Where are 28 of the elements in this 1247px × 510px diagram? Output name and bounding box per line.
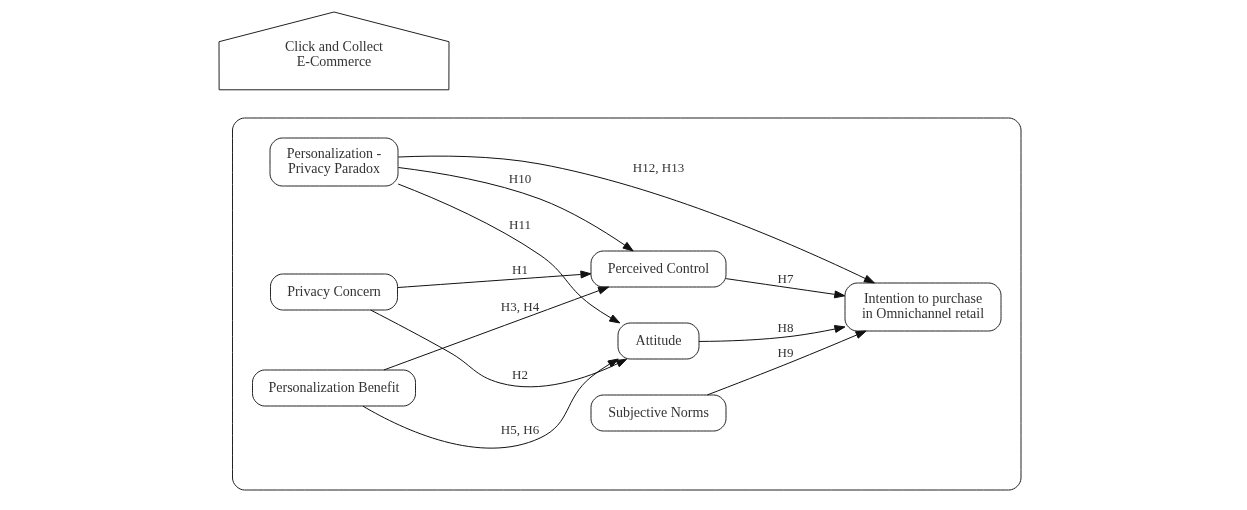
arrow [706,330,867,396]
edge-label: H2 [511,367,528,383]
node-box: Subjective Norms [590,394,726,432]
edge-label: H10 [508,171,531,187]
arrow [397,183,620,324]
node-box: Attitude [617,322,699,360]
arrow [396,270,591,289]
edge-label: H12, H13 [632,160,684,176]
arrow [397,167,634,252]
arrow [362,358,619,449]
edge-label: H5, H6 [500,422,539,438]
arrow [369,309,627,388]
edge-label: H8 [777,320,793,336]
node-box: Intention to purchase in Omnichannel retail [844,282,1001,332]
edge-label: H1 [511,262,528,278]
arrow [383,286,609,371]
cluster [231,117,1021,491]
node-box: Perceived Control [590,250,726,288]
edge-label: H3, H4 [500,299,539,315]
arrow [397,155,875,284]
arrow [725,278,845,299]
node-box: Personalization Benefit [251,369,416,407]
edge-label: H11 [508,217,531,233]
edge-label: H9 [777,345,793,361]
arrow [698,325,845,342]
edge-label: H7 [777,271,793,287]
node-box: Privacy Concern [269,273,398,311]
node-box: Personalization - Privacy Paradox [269,137,398,187]
